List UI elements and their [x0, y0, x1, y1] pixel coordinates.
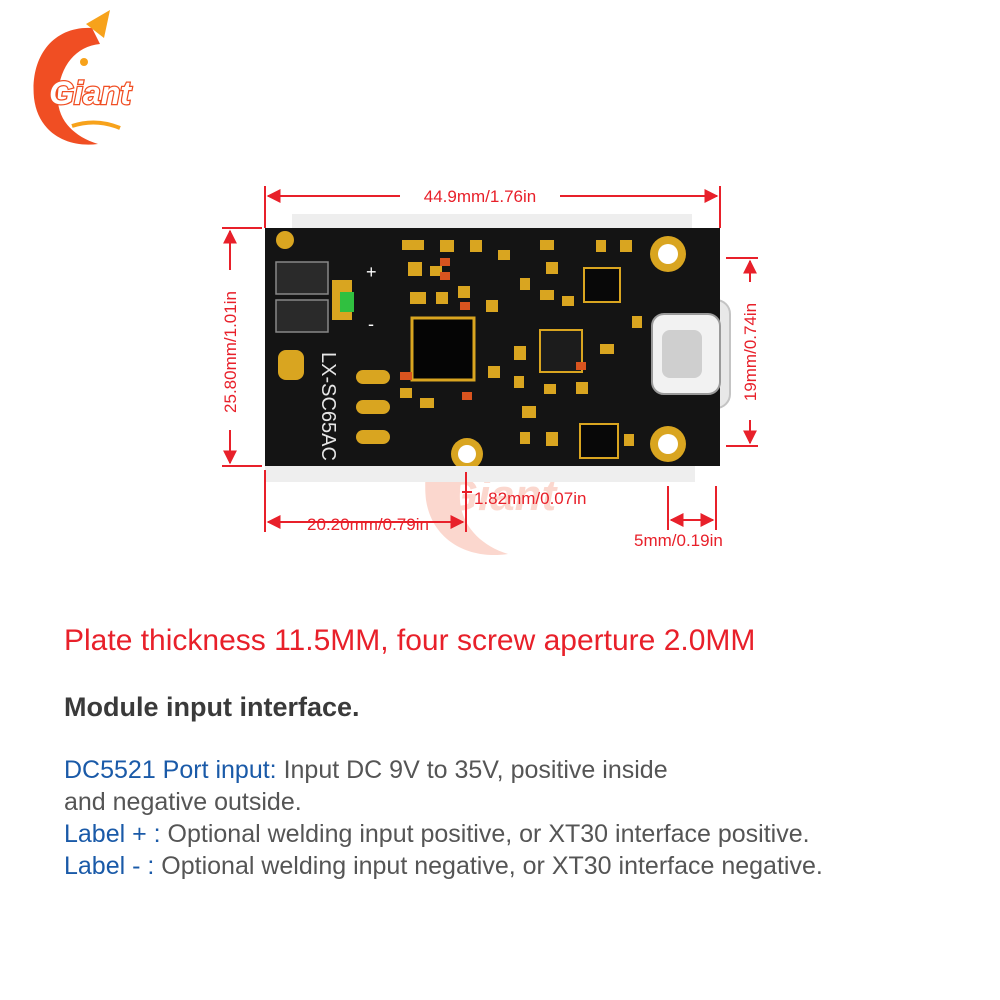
ic-chip: [579, 423, 619, 459]
detail-line-dc-port-cont: and negative outside.: [64, 788, 302, 817]
pcb-body: [265, 228, 720, 466]
detail-label: DC5521 Port input:: [64, 756, 277, 784]
solder-pad: [356, 430, 390, 444]
silk-minus: -: [368, 314, 374, 334]
diode: [275, 261, 329, 295]
silk-model: LX-SC65AC: [317, 352, 339, 461]
detail-label: Label - :: [64, 852, 155, 880]
dim-left-offset-label: 20.20mm/0.79in: [307, 515, 429, 534]
smd-resistors: [400, 258, 586, 400]
ic-chip: [410, 316, 476, 382]
mount-hole: [276, 231, 294, 249]
detail-line-dc-port: DC5521 Port input: Input DC 9V to 35V, p…: [64, 756, 668, 785]
headline: Plate thickness 11.5MM, four screw apert…: [64, 624, 756, 657]
pcb-board: + - LX-SC65AC: [265, 228, 731, 470]
detail-line-minus: Label - : Optional welding input negativ…: [64, 852, 823, 881]
pcb-outline: [265, 466, 695, 482]
dimension-lines: [222, 186, 758, 532]
dim-width-label: 44.9mm/1.76in: [424, 187, 536, 206]
logo-text: Giant: [49, 75, 132, 111]
logo-fin-icon: [86, 10, 110, 38]
led-indicator: [340, 292, 354, 312]
brand-logo: Giant: [33, 10, 133, 145]
detail-text: Optional welding input positive, or XT30…: [160, 820, 810, 848]
detail-text: Optional welding input negative, or XT30…: [154, 852, 823, 880]
subheading: Module input interface.: [64, 692, 360, 722]
detail-text: Input DC 9V to 35V, positive inside: [276, 756, 668, 784]
solder-pad: [356, 400, 390, 414]
detail-line-plus: Label + : Optional welding input positiv…: [64, 820, 810, 849]
solder-pad: [356, 370, 390, 384]
ic-chip: [583, 267, 621, 303]
solder-pad: [278, 350, 304, 380]
dim-usb-offset-label: 5mm/0.19in: [634, 531, 723, 550]
smd-components: [400, 240, 642, 446]
diode: [275, 299, 329, 333]
logo-eye-icon: [80, 58, 88, 66]
detail-label: Label + :: [64, 820, 161, 848]
dim-height-label: 25.80mm/1.01in: [221, 291, 240, 413]
dim-usb-height-label: 19mm/0.74in: [741, 303, 760, 401]
silk-plus: +: [366, 262, 377, 282]
detail-text: and negative outside.: [64, 788, 302, 816]
logo-swirl-icon: [33, 27, 100, 145]
ic-chip: [539, 329, 583, 373]
dim-gap-label: 1.82mm/0.07in: [474, 489, 586, 508]
logo-wave-icon: [71, 120, 121, 130]
module-dimension-figure: Giant Giant + - LX-SC65AC: [33, 10, 760, 556]
